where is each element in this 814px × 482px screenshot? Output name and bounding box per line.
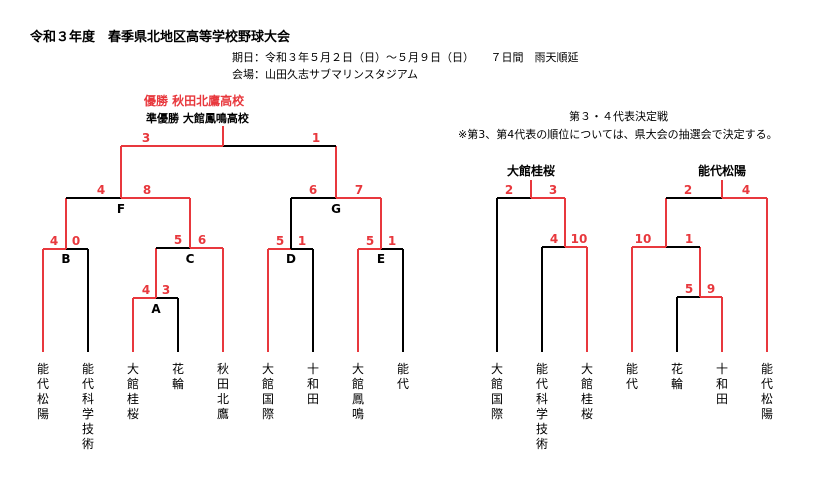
side-winner-right: 能代松陽	[698, 163, 746, 178]
score-B-1: 0	[72, 234, 80, 248]
game-label-f: F	[117, 202, 125, 216]
main-team-2: 大館桂桜	[126, 362, 139, 421]
main-team-0: 能代松陽	[36, 362, 49, 421]
side-team-1: 能代科学技術	[535, 362, 548, 451]
score-s2a-1: 9	[707, 282, 715, 296]
side-title: 第３・４代表決定戦	[569, 110, 668, 123]
score-F-1: 8	[143, 183, 151, 197]
side-team-0: 大館国際	[490, 362, 503, 421]
score-A-1: 3	[162, 283, 170, 297]
score-s2-0: 2	[684, 183, 692, 197]
score-s2b-0: 10	[635, 232, 652, 246]
score-F-0: 4	[97, 183, 105, 197]
score-s1-1: 3	[549, 183, 557, 197]
score-s1-0: 2	[505, 183, 513, 197]
runner-up-label: 準優勝 大館鳳鳴高校	[146, 112, 249, 125]
score-C-0: 5	[174, 233, 182, 247]
game-label-b: B	[61, 252, 70, 266]
game-label-c: C	[186, 252, 195, 266]
score-D-0: 5	[276, 234, 284, 248]
game-label-d: D	[286, 252, 296, 266]
main-team-8: 能代	[396, 362, 409, 391]
score-C-1: 6	[198, 233, 206, 247]
score-E-0: 5	[366, 234, 374, 248]
score-s2a-0: 5	[685, 282, 693, 296]
score-G-0: 6	[309, 183, 317, 197]
score-A-0: 4	[142, 283, 150, 297]
period-text: 期日：令和３年５月２日（日）～５月９日（日） ７日間 雨天順延	[232, 51, 579, 64]
side-team-6: 能代松陽	[760, 362, 773, 421]
side-winner-left: 大館桂桜	[507, 163, 555, 178]
game-label-g: G	[331, 202, 341, 216]
main-team-4: 秋田北鷹	[216, 362, 229, 421]
side-team-3: 能代	[625, 362, 638, 391]
venue-text: 会場：山田久志サブマリンスタジアム	[232, 68, 419, 81]
game-label-a: A	[151, 302, 161, 316]
main-team-1: 能代科学技術	[81, 362, 94, 451]
game-label-e: E	[377, 252, 385, 266]
champion-label: 優勝 秋田北鷹高校	[144, 94, 245, 108]
side-team-2: 大館桂桜	[580, 362, 593, 421]
side-team-5: 十和田	[715, 362, 728, 406]
side-team-4: 花輪	[670, 362, 683, 391]
score-B-0: 4	[50, 234, 58, 248]
score-E-1: 1	[388, 234, 396, 248]
score-s1a-1: 10	[571, 232, 588, 246]
score-s1a-0: 4	[550, 232, 558, 246]
score-s2-1: 4	[742, 183, 750, 197]
score-final-1: 1	[312, 131, 320, 145]
main-team-7: 大館鳳鳴	[351, 362, 364, 421]
score-s2b-1: 1	[685, 232, 693, 246]
main-team-5: 大館国際	[261, 362, 274, 421]
score-G-1: 7	[355, 183, 363, 197]
side-note: ※第3、第4代表の順位については、県大会の抽選会で決定する。	[458, 128, 778, 141]
main-team-6: 十和田	[306, 362, 319, 406]
score-final-0: 3	[142, 131, 150, 145]
page-title: 令和３年度 春季県北地区高等学校野球大会	[30, 30, 291, 45]
main-team-3: 花輪	[171, 362, 184, 391]
score-D-1: 1	[298, 234, 306, 248]
